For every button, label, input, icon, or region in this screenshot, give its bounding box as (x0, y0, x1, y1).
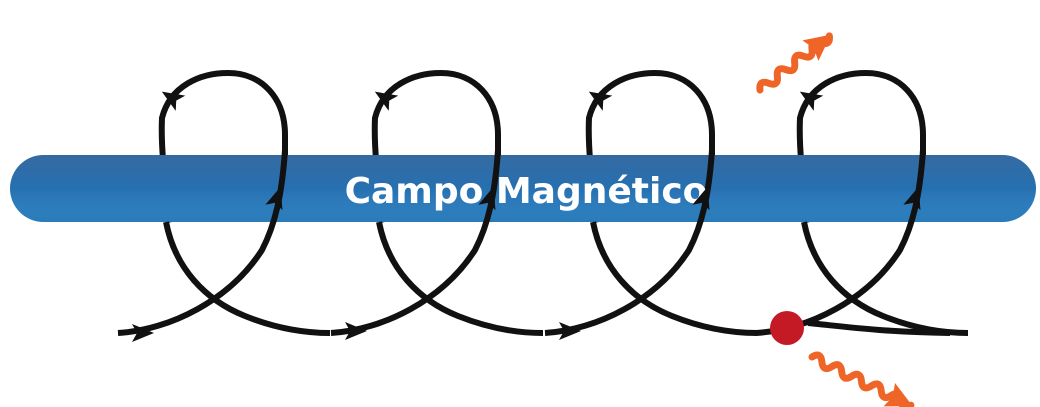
radiation-arrow-down (808, 351, 915, 407)
field-label: Campo Magnético (345, 171, 708, 212)
trajectory-arrow-entry (132, 324, 154, 342)
magnetic-field-bar-shine (10, 155, 1036, 222)
trajectory-arrow-rise (903, 186, 921, 211)
helix-loop-front-drop (590, 221, 758, 336)
radiation-arrows (756, 32, 915, 407)
helix-loop-front-drop (163, 221, 331, 336)
trajectory-arrow-rise (478, 186, 496, 211)
helix-loop-front-drop (376, 221, 544, 336)
trajectory-arrow-bottom (559, 322, 581, 340)
trajectory-arrow-top (161, 91, 186, 111)
trajectory-arrow-top (374, 91, 399, 111)
charged-particle (770, 311, 804, 345)
trajectory-arrow-top (799, 91, 824, 111)
trajectory-arrow-top (588, 91, 613, 111)
radiation-arrow-up (756, 32, 833, 94)
trajectory-arrow-bottom (345, 322, 367, 340)
trajectory-arrows (132, 91, 921, 342)
trajectory-arrow-rise (265, 186, 283, 211)
trajectory-arrow-rise (692, 186, 710, 211)
helix-tail (807, 320, 951, 336)
helix-loop-front-drop (801, 221, 969, 336)
